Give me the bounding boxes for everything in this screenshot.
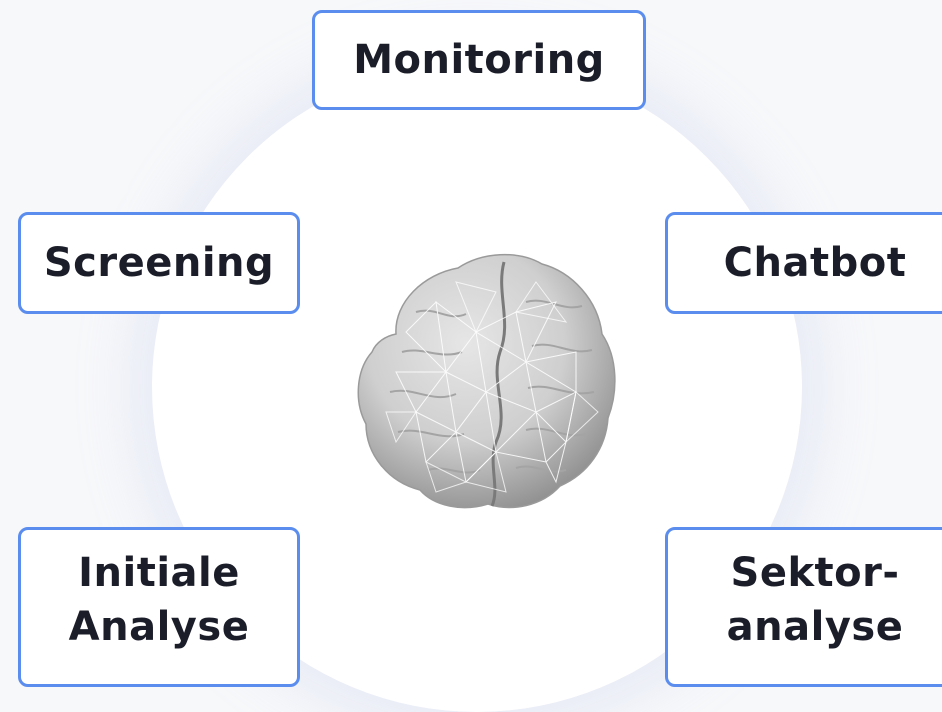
node-monitoring-label: Monitoring — [353, 37, 605, 83]
node-screening: Screening — [18, 212, 300, 314]
node-initiale-analyse: Initiale Analyse — [18, 527, 300, 687]
node-monitoring: Monitoring — [312, 10, 646, 110]
node-screening-label: Screening — [43, 240, 275, 286]
node-sektoranalyse: Sektor- analyse — [665, 527, 942, 687]
brain-mesh-icon — [336, 242, 622, 516]
node-initiale-analyse-line1: Initiale — [78, 550, 240, 596]
node-sektoranalyse-line1: Sektor- — [730, 550, 900, 596]
node-chatbot: Chatbot — [665, 212, 942, 314]
node-initiale-analyse-line2: Analyse — [68, 604, 250, 650]
node-sektoranalyse-line2: analyse — [726, 604, 904, 650]
node-chatbot-label: Chatbot — [723, 240, 907, 286]
